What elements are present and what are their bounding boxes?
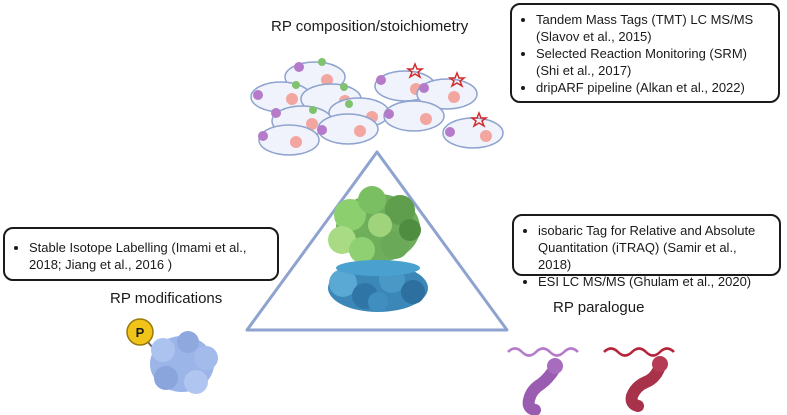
paralogue-label: RP paralogue <box>553 299 645 316</box>
list-item: Stable Isotope Labelling (Imami et al., … <box>29 239 269 273</box>
star-icon <box>469 110 489 128</box>
paralogue-methods-list: isobaric Tag for Relative and Absolute Q… <box>520 222 771 290</box>
cell <box>317 113 379 145</box>
cell <box>258 124 320 156</box>
modifications-label: RP modifications <box>110 290 223 307</box>
list-item: Tandem Mass Tags (TMT) LC MS/MS (Slavov … <box>536 11 770 45</box>
protein-blob <box>150 331 218 394</box>
paralogue-methods-box: isobaric Tag for Relative and Absolute Q… <box>512 214 781 289</box>
paralogue-purple-icon <box>507 347 579 415</box>
ribosome-small-subunit <box>328 260 428 312</box>
phosphorylated-protein-icon: P <box>126 318 218 394</box>
composition-methods-box: Tandem Mass Tags (TMT) LC MS/MS (Slavov … <box>510 3 780 103</box>
star-icon <box>405 61 425 79</box>
list-item: Selected Reaction Monitoring (SRM) (Shi … <box>536 45 770 79</box>
phospho-symbol: P <box>136 325 145 340</box>
central-triangle <box>245 150 509 332</box>
composition-methods-list: Tandem Mass Tags (TMT) LC MS/MS (Slavov … <box>518 11 770 96</box>
paralogue-red-icon <box>603 347 675 412</box>
composition-label: RP composition/stoichiometry <box>271 18 469 35</box>
ribosome-icon <box>328 186 428 312</box>
list-item: dripARF pipeline (Alkan et al., 2022) <box>536 79 770 96</box>
list-item: ESI LC MS/MS (Ghulam et al., 2020) <box>538 273 771 290</box>
cell <box>383 100 445 132</box>
list-item: isobaric Tag for Relative and Absolute Q… <box>538 222 771 273</box>
modifications-methods-box: Stable Isotope Labelling (Imami et al., … <box>3 227 279 281</box>
cell <box>416 70 478 110</box>
modifications-methods-list: Stable Isotope Labelling (Imami et al., … <box>11 239 269 273</box>
phospho-badge <box>126 318 154 346</box>
star-icon <box>447 70 467 88</box>
ribosome-large-subunit <box>328 186 421 263</box>
cell <box>442 110 504 149</box>
cell-cluster <box>250 58 504 156</box>
